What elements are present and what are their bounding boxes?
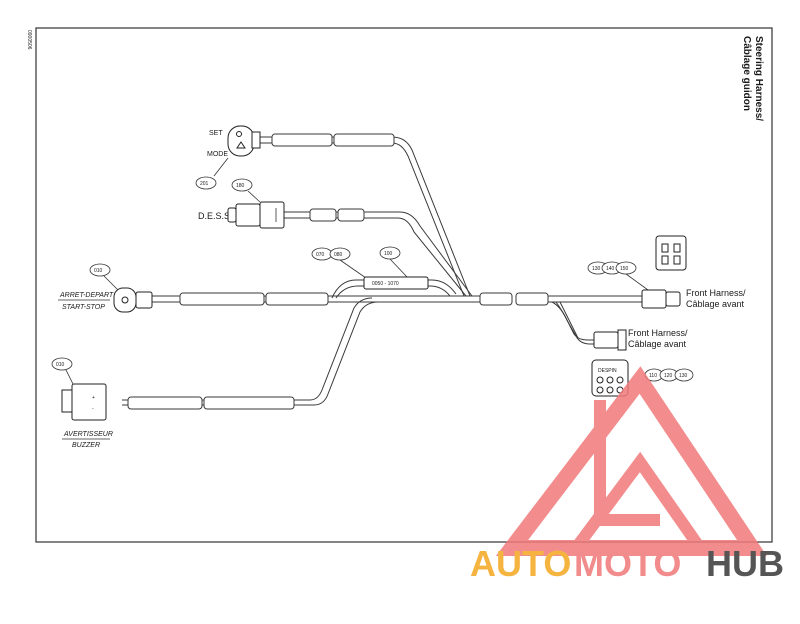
svg-text:Front Harness/: Front Harness/ [628,328,688,338]
svg-text:+: + [92,395,95,401]
svg-text:Câblage avant: Câblage avant [686,299,745,309]
svg-text:D.E.S.S.: D.E.S.S. [198,211,233,221]
watermark-text: AUTO MOTO HUB [470,543,784,584]
svg-text:AUTO: AUTO [470,543,571,584]
svg-text:0050 - 1070: 0050 - 1070 [372,281,399,287]
splice-block: 070 080 100 0050 - 1070 [311,246,429,290]
watermark-logo-icon [495,366,767,556]
svg-text:150: 150 [620,266,629,272]
start-stop-switch: 010 ARRET-DEPART START-STOP [58,263,153,313]
svg-text:100: 100 [384,251,393,257]
svg-text:130: 130 [592,266,601,272]
svg-text:ARRET-DEPART: ARRET-DEPART [59,292,114,299]
svg-text:AVERTISSEUR: AVERTISSEUR [63,431,113,438]
sheet-code: 0900506 [26,30,32,50]
svg-text:BUZZER: BUZZER [72,442,100,449]
svg-text:010: 010 [56,362,65,368]
svg-text:Front Harness/: Front Harness/ [686,288,746,298]
svg-text:130: 130 [679,373,688,379]
front-harness-connector-1: 130 140 150 Front Harness/ Câblage avant [587,235,746,309]
svg-text:DESPIN: DESPIN [598,368,617,374]
svg-text:201: 201 [200,181,209,187]
dess-connector: 180 D.E.S.S. [198,178,285,229]
svg-text:Câblage guidon: Câblage guidon [741,36,752,111]
svg-text:Câblage avant: Câblage avant [628,339,687,349]
set-mode-button-icon [236,131,242,137]
svg-text:180: 180 [236,183,245,189]
svg-text:120: 120 [664,373,673,379]
harness-sheaths [127,133,549,410]
svg-text:-: - [92,406,94,412]
svg-text:SET: SET [209,130,223,137]
harness-wires [122,136,642,406]
svg-text:140: 140 [606,266,615,272]
sheet-frame [35,27,773,543]
svg-text:MOTO: MOTO [574,543,681,584]
svg-text:010: 010 [94,268,103,274]
svg-text:110: 110 [649,373,657,379]
svg-text:START-STOP: START-STOP [62,304,105,311]
front-harness-connector-2: Front Harness/ Câblage avant DESPIN 110 … [591,328,694,397]
svg-text:MODE: MODE [207,151,228,158]
svg-text:HUB: HUB [706,543,784,584]
buzzer: 010 + - AVERTISSEUR BUZZER [51,357,113,449]
set-mode-switch: SET MODE 201 [195,125,261,190]
svg-text:080: 080 [334,252,343,258]
sheet-title: Steering Harness/ Câblage guidon [741,36,764,121]
triangle-icon [236,141,246,149]
svg-text:070: 070 [316,252,325,258]
svg-text:Steering Harness/: Steering Harness/ [753,36,764,121]
